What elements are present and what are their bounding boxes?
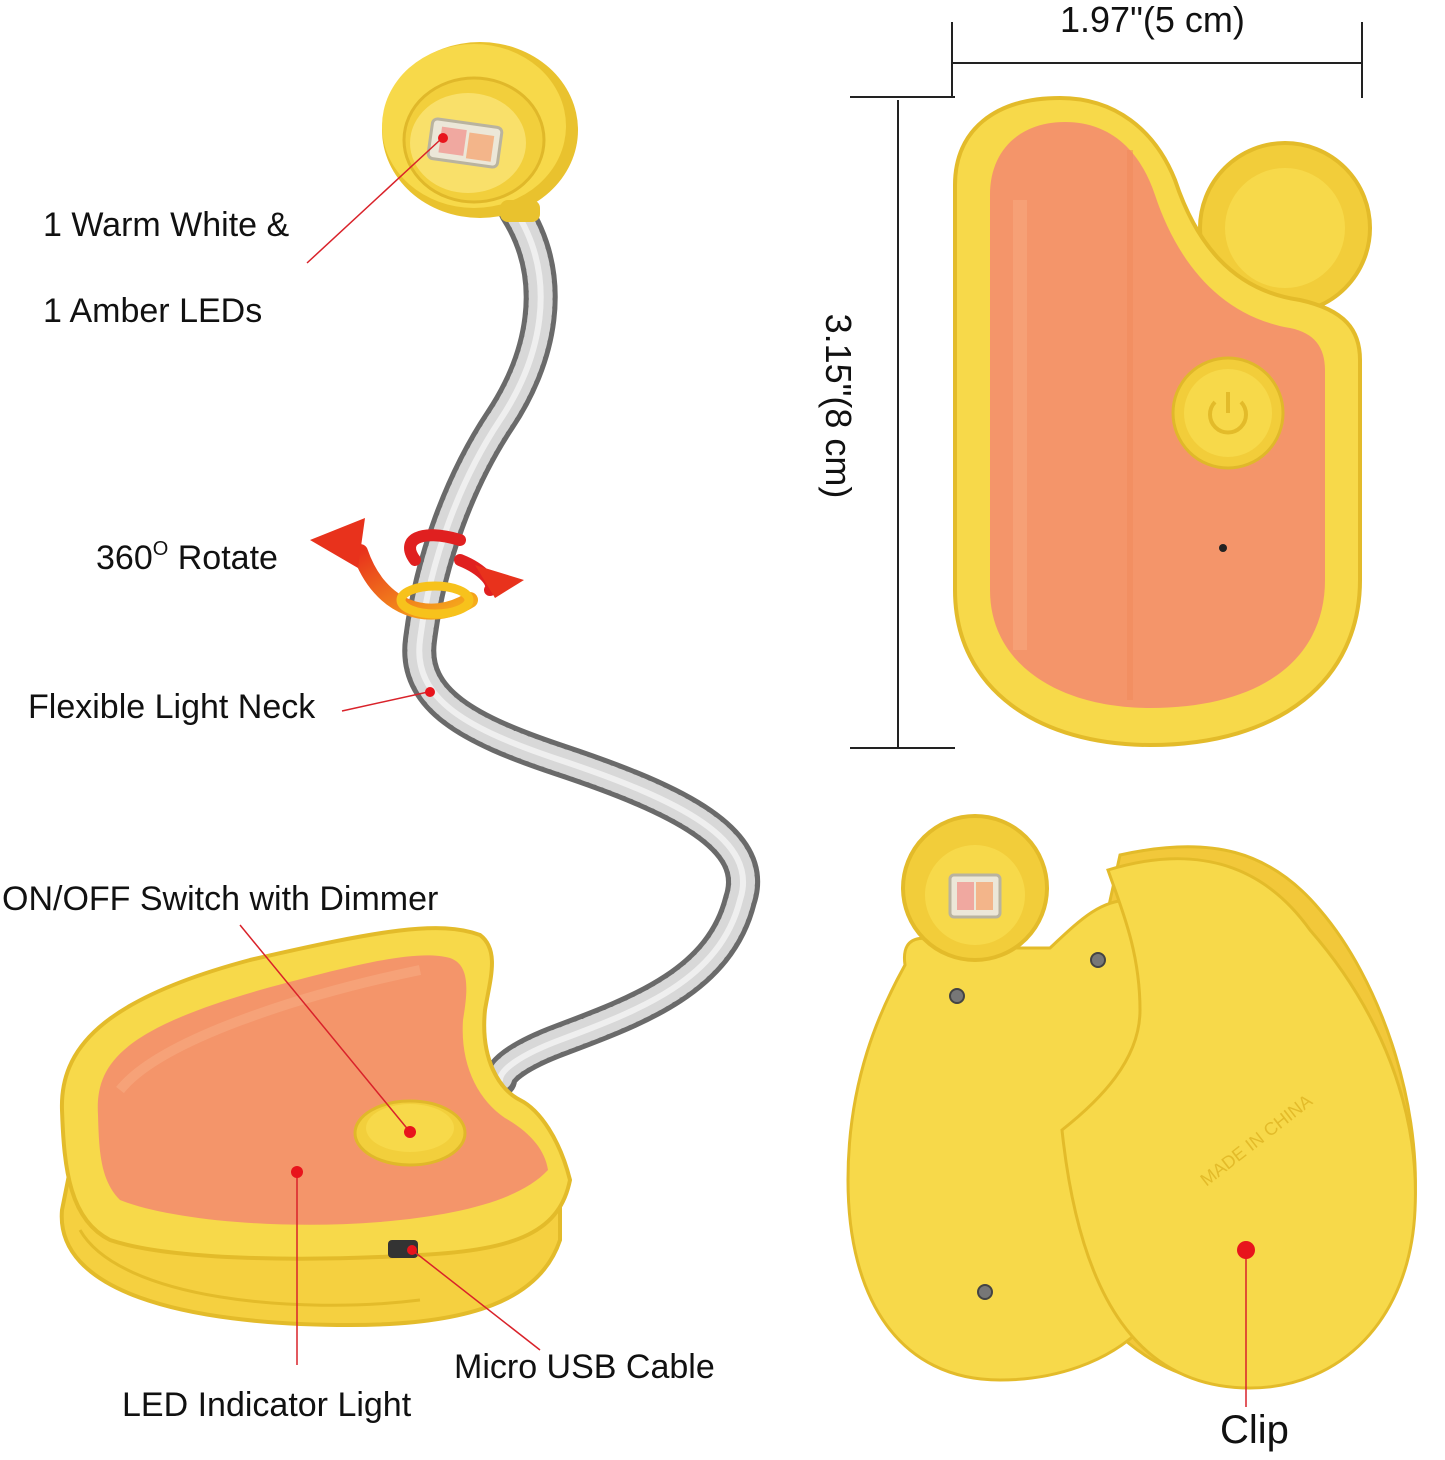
label-rotate-number: 360: [96, 539, 153, 577]
label-micro-usb: Micro USB Cable: [454, 1348, 715, 1386]
label-rotate-word: Rotate: [177, 539, 278, 577]
dimension-height: 3.15"(8 cm): [818, 313, 859, 499]
label-rotate-degree: O: [152, 538, 169, 560]
label-flexible-neck: Flexible Light Neck: [28, 688, 316, 726]
callout-dots: [291, 133, 1255, 1259]
label-led-indicator: LED Indicator Light: [122, 1386, 412, 1424]
front-view: [953, 95, 1372, 748]
clip-base: [59, 926, 573, 1328]
rotate-arrow-icon: [310, 518, 524, 620]
label-switch: ON/OFF Switch with Dimmer: [2, 880, 439, 918]
gooseneck: [402, 193, 760, 1097]
back-view: MADE IN CHINA: [846, 814, 1417, 1390]
dimension-width: 1.97"(5 cm): [1060, 0, 1245, 40]
lamp-head: [382, 42, 578, 222]
dimension-lines: [850, 22, 1363, 749]
label-clip: Clip: [1220, 1408, 1289, 1452]
label-amber-leds: 1 Amber LEDs: [43, 292, 263, 330]
callout-lines: [239, 139, 1247, 1407]
label-rotate: 360O Rotate: [96, 539, 278, 575]
label-warm-white: 1 Warm White &: [43, 206, 290, 244]
